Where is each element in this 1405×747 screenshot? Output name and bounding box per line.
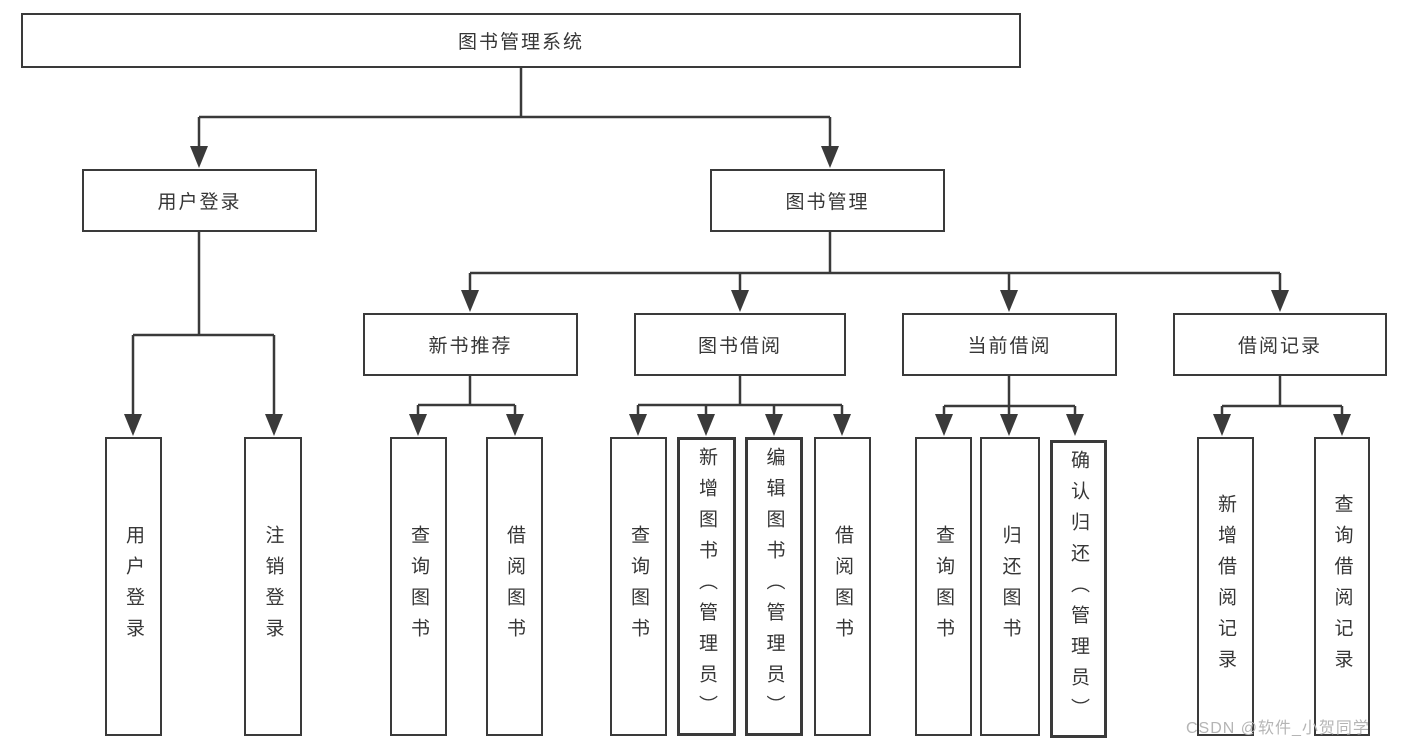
leaf-edit-book-admin: 编辑图书（管理员） [745,437,803,736]
leaf-label: 查询借阅记录 [1331,493,1353,680]
leaf-query-books-recommend: 查询图书 [390,437,447,736]
node-book-management: 图书管理 [710,169,945,232]
leaf-label: 用户登录 [123,524,144,649]
leaf-query-books-borrow: 查询图书 [610,437,667,736]
leaf-label: 查询图书 [408,524,429,649]
leaf-query-borrow-record: 查询借阅记录 [1314,437,1370,736]
node-new-book-recommendation: 新书推荐 [363,313,578,376]
leaf-label: 注销登录 [262,524,284,649]
leaf-query-books-current: 查询图书 [915,437,972,736]
node-label: 新书推荐 [428,336,513,357]
leaf-label: 借阅图书 [504,524,525,649]
leaf-return-book: 归还图书 [980,437,1040,736]
node-library-management-system: 图书管理系统 [21,13,1021,68]
leaf-label: 确认归还（管理员） [1068,449,1089,729]
watermark: CSDN @软件_小贺同学 [1186,720,1370,737]
node-borrowing-records: 借阅记录 [1173,313,1387,376]
node-label: 用户登录 [157,192,242,213]
leaf-add-borrow-record: 新增借阅记录 [1197,437,1254,736]
leaf-label: 归还图书 [999,524,1021,649]
leaf-user-login: 用户登录 [105,437,162,736]
leaf-label: 借阅图书 [832,524,853,649]
arrowhead-icons [124,146,1351,436]
leaf-add-book-admin: 新增图书（管理员） [677,437,736,736]
leaf-label: 新增图书（管理员） [696,447,717,726]
leaf-label: 查询图书 [933,524,954,649]
node-label: 图书管理 [785,192,870,213]
node-label: 当前借阅 [967,336,1052,357]
leaf-logout: 注销登录 [244,437,302,736]
node-current-borrowing: 当前借阅 [902,313,1117,376]
node-label: 图书管理系统 [457,32,584,53]
leaf-borrow-books-recommend: 借阅图书 [486,437,543,736]
leaf-label: 查询图书 [628,524,649,649]
leaf-confirm-return-admin: 确认归还（管理员） [1050,440,1107,738]
leaf-label: 新增借阅记录 [1215,493,1236,680]
node-user-login: 用户登录 [82,169,317,232]
node-label: 借阅记录 [1237,336,1322,357]
node-book-borrowing: 图书借阅 [634,313,846,376]
leaf-label: 编辑图书（管理员） [763,447,785,726]
node-label: 图书借阅 [697,336,782,357]
leaf-borrow-books: 借阅图书 [814,437,871,736]
